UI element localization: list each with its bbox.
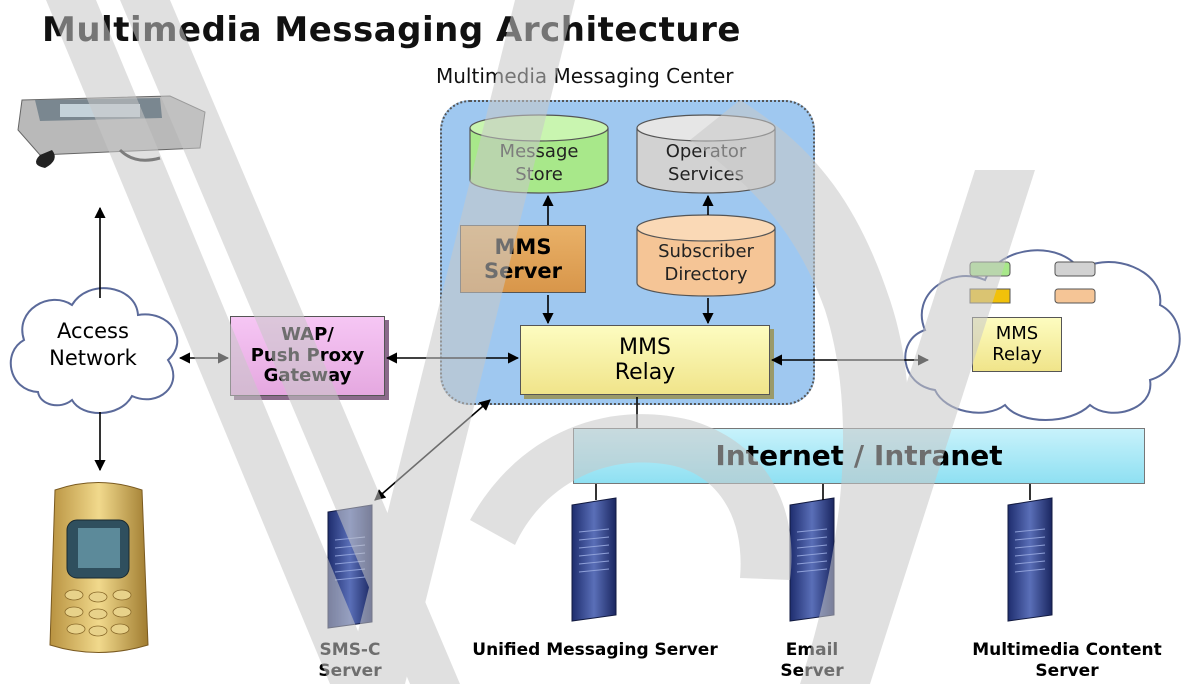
subscriber-directory-top (636, 214, 776, 242)
mini-operator-icon (1054, 261, 1096, 277)
external-mms-relay-box: MMS Relay (972, 317, 1062, 372)
mmc-title: Multimedia Messaging Center (436, 64, 734, 88)
mms-relay-box: MMS Relay (520, 325, 770, 395)
access-network-label-line1: Access (57, 319, 129, 343)
mobile-phone-icon (49, 482, 149, 653)
access-network-label-line2: Network (49, 346, 137, 371)
watermark-shapes (46, 0, 1035, 684)
access-network-cloud (9, 287, 179, 414)
subscriber-directory-label-line2: Directory (664, 264, 748, 286)
mini-directory-icon (1054, 288, 1096, 304)
subscriber-directory-label-line1: Subscriber (658, 241, 754, 262)
external-mms-relay-line1: MMS (995, 322, 1039, 344)
subscriber-directory-body (636, 228, 776, 297)
access-network-label: Access Network (28, 318, 158, 373)
multimedia-content-server-tower-icon (1007, 497, 1053, 622)
unified-messaging-server-tower-icon (571, 497, 617, 622)
multimedia-content-server-label: Multimedia Content Server (952, 640, 1182, 683)
mms-relay-label-line1: MMS (619, 334, 671, 360)
operator-services-label-line2: Services (668, 164, 744, 186)
multimedia-content-server-label-line2: Server (1035, 661, 1099, 682)
external-mms-relay-line2: Relay (992, 343, 1042, 365)
multimedia-content-server-label-line1: Multimedia Content (972, 640, 1162, 660)
unified-messaging-server-label: Unified Messaging Server (472, 640, 718, 660)
mms-relay-label-line2: Relay (614, 360, 676, 385)
subscriber-directory-label: Subscriber Directory (637, 240, 775, 287)
